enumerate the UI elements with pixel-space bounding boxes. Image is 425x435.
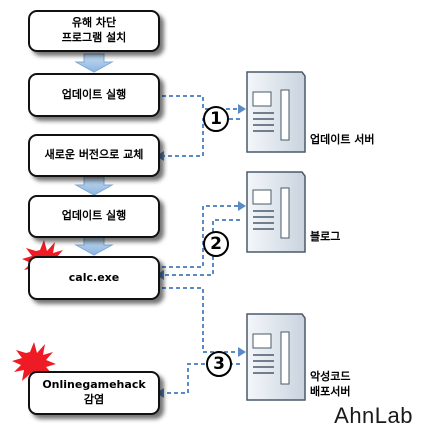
step-run-update-1: 업데이트 실행 bbox=[28, 73, 160, 117]
arrowhead-5 bbox=[238, 347, 246, 357]
server-icon-blog bbox=[246, 171, 306, 253]
marker-1: 1 bbox=[203, 106, 229, 132]
connector-malware-to-hack bbox=[162, 363, 240, 394]
server-label-update: 업데이트 서버 bbox=[310, 133, 375, 146]
arrowhead-6 bbox=[156, 388, 164, 398]
server-label-malware-line1: 악성코드 bbox=[310, 370, 351, 383]
step-hack-line1: Onlinegamehack bbox=[42, 378, 146, 392]
step-run-update-2-label: 업데이트 실행 bbox=[61, 209, 127, 223]
arrowhead-1 bbox=[238, 104, 246, 114]
step-install-blocker: 유해 차단 프로그램 설치 bbox=[28, 10, 160, 52]
step-calc-label: calc.exe bbox=[68, 270, 120, 284]
step-install-line1: 유해 차단 bbox=[71, 16, 117, 30]
connector-update-to-server bbox=[162, 95, 240, 110]
connector-calc-to-blog bbox=[162, 205, 240, 268]
server-label-blog: 블로그 bbox=[310, 230, 341, 243]
flow-arrow-3 bbox=[74, 236, 114, 256]
step-hack-line2: 감염 bbox=[83, 393, 105, 406]
step-replace-version: 새로운 버전으로 교체 bbox=[28, 134, 160, 177]
step-run-update-2: 업데이트 실행 bbox=[28, 195, 160, 238]
server-icon-update bbox=[246, 71, 306, 153]
flow-arrow-1 bbox=[74, 53, 114, 73]
arrowhead-4 bbox=[156, 270, 164, 280]
ahnlab-logo: AhnLab bbox=[334, 403, 413, 428]
step-onlinegamehack: Onlinegamehack 감염 bbox=[28, 371, 160, 415]
arrowhead-3 bbox=[238, 201, 246, 211]
server-label-malware: 악성코드 배포서버 bbox=[310, 370, 350, 400]
connector-blog-to-calc bbox=[162, 219, 240, 276]
server-label-malware-line2: 배포서버 bbox=[310, 384, 351, 398]
step-calc-exe: calc.exe bbox=[28, 256, 160, 300]
burst-icon-hack bbox=[12, 342, 56, 384]
step-install-line2: 프로그램 설치 bbox=[61, 31, 127, 44]
connector-calc-to-malware bbox=[162, 287, 240, 353]
step-run-update-1-label: 업데이트 실행 bbox=[61, 87, 127, 101]
marker-2: 2 bbox=[203, 231, 229, 257]
server-icon-malware bbox=[246, 313, 306, 401]
marker-3: 3 bbox=[206, 351, 232, 377]
flow-arrow-2 bbox=[74, 176, 114, 196]
connector-server-to-replace bbox=[162, 118, 240, 157]
step-replace-label: 새로운 버전으로 교체 bbox=[44, 148, 144, 162]
arrowhead-2 bbox=[156, 151, 164, 161]
